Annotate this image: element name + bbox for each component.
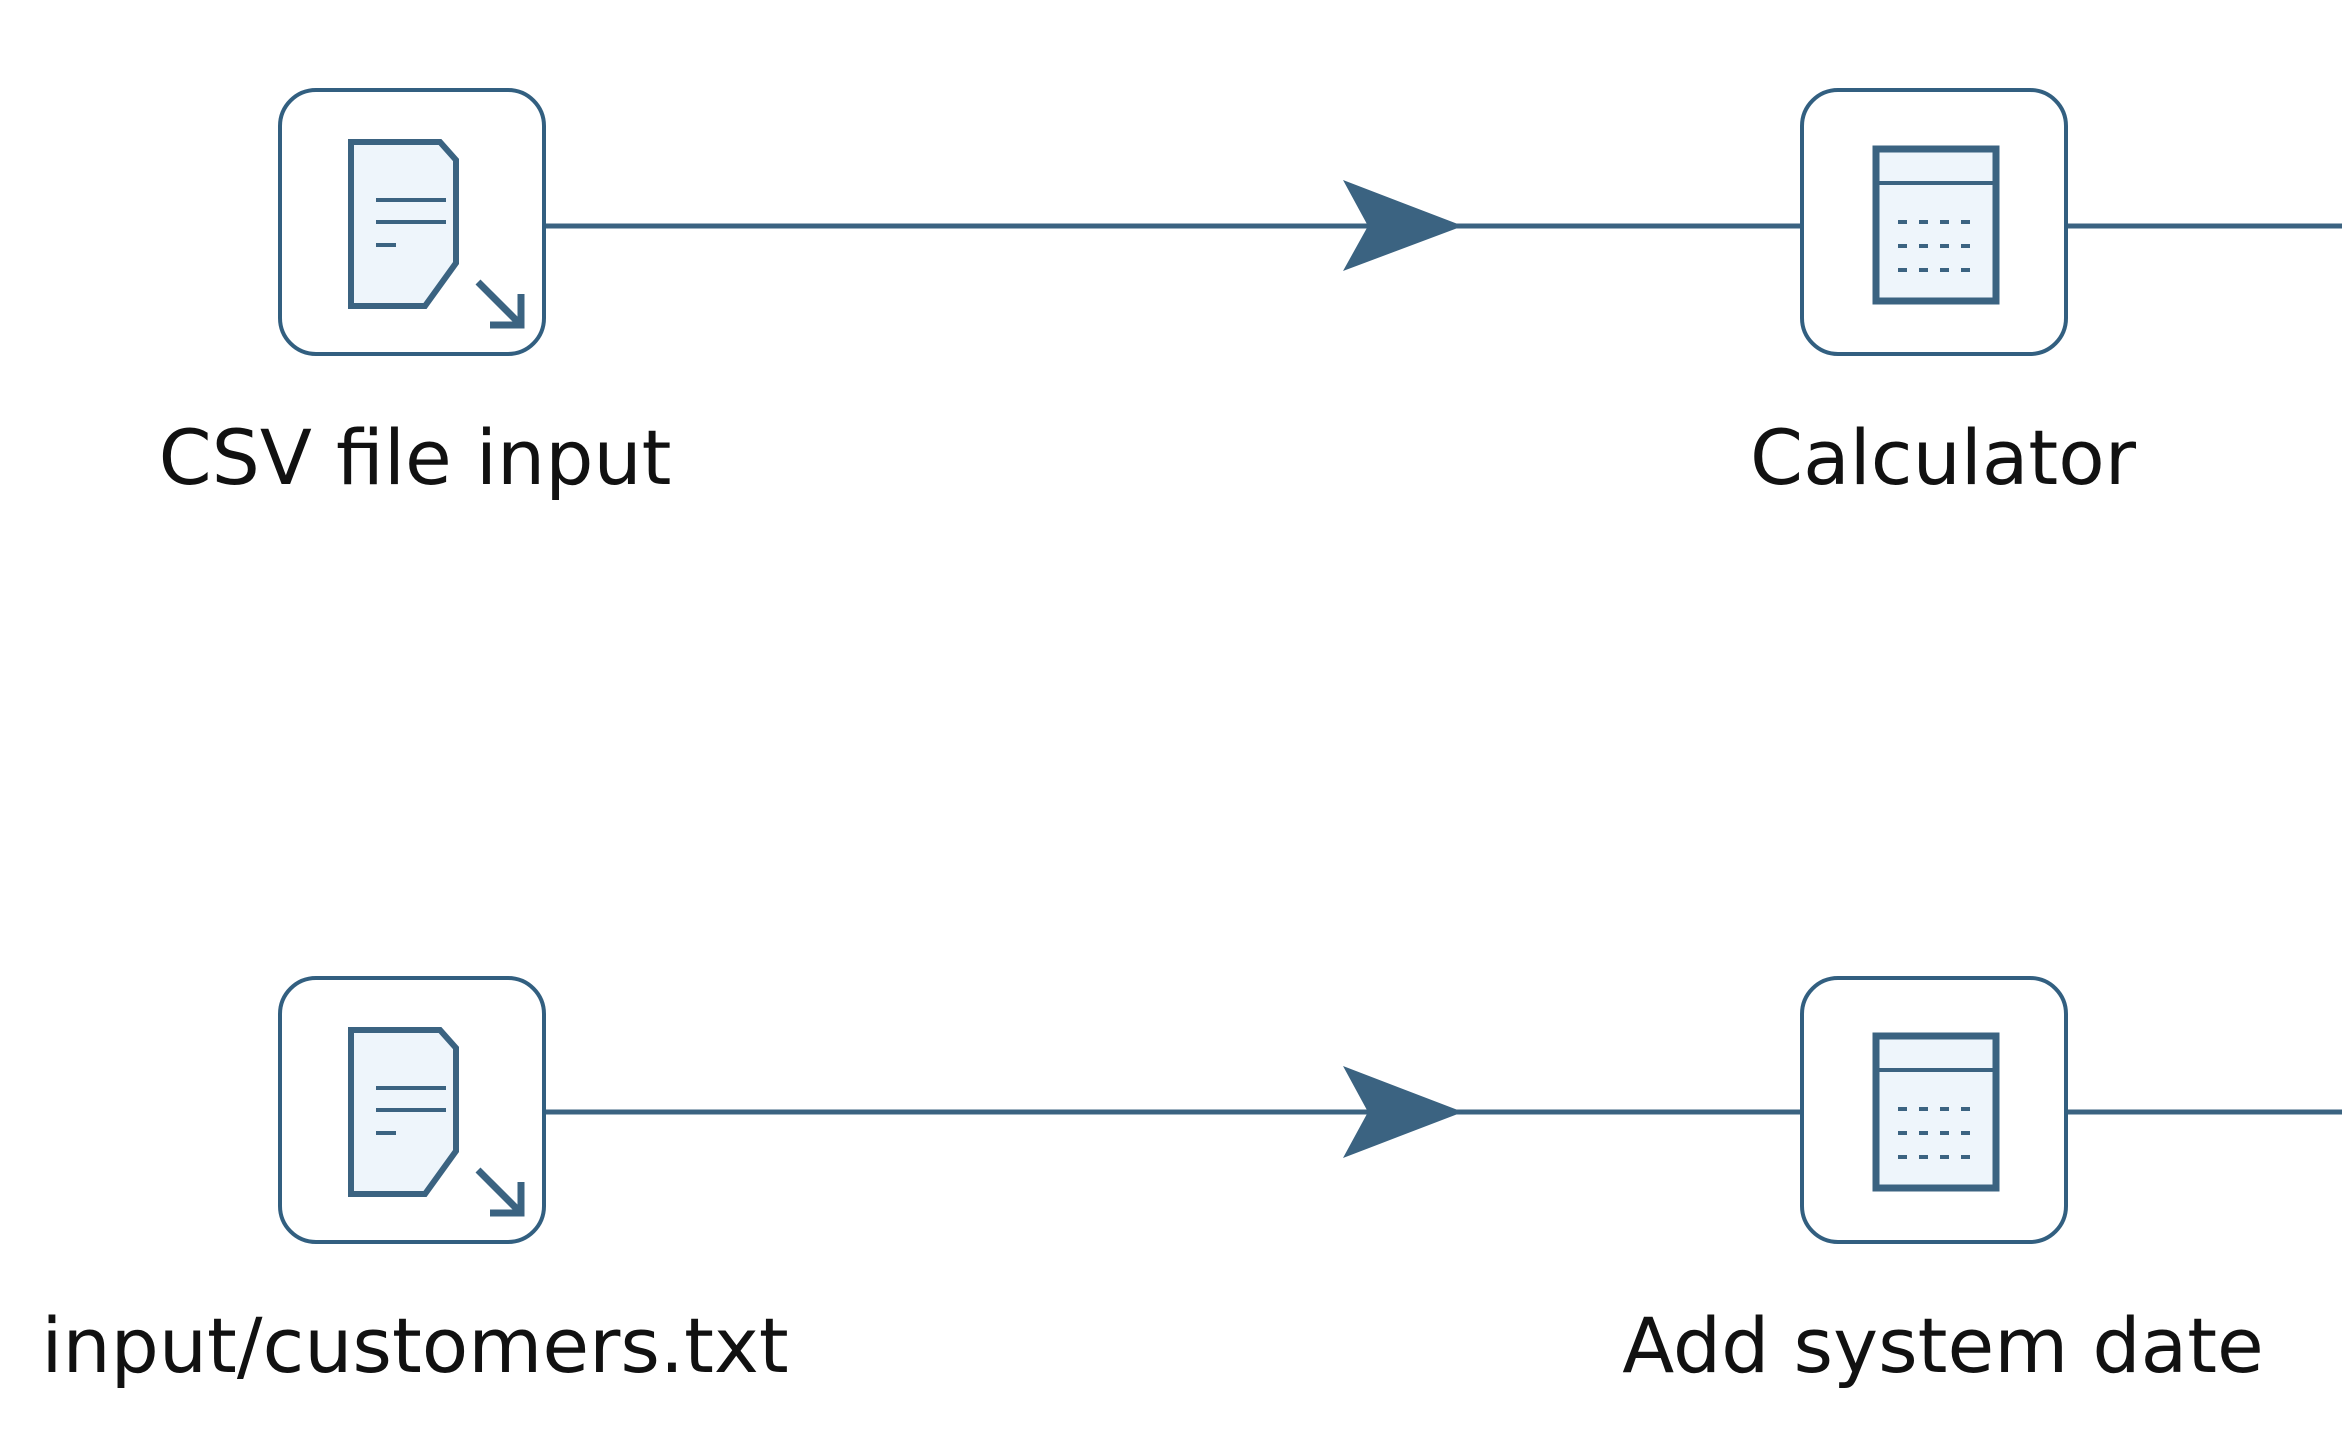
step-input-customers-txt[interactable]	[278, 976, 546, 1244]
step-csv-file-input[interactable]	[278, 88, 546, 356]
step-add-system-date[interactable]	[1800, 976, 2068, 1244]
hop-row-1[interactable]	[545, 180, 1803, 271]
csv-file-input-icon	[348, 139, 525, 329]
step-label: Add system date	[1622, 1301, 2264, 1390]
step-label: CSV file input	[159, 413, 672, 502]
hop-row-2[interactable]	[545, 1066, 1803, 1158]
hop-arrowhead-icon	[1343, 1066, 1463, 1158]
text-file-input-icon	[348, 1027, 525, 1217]
calculator-icon	[1872, 145, 2000, 305]
step-label: input/customers.txt	[41, 1301, 788, 1390]
calculator-icon	[1872, 1032, 2000, 1192]
step-calculator[interactable]	[1800, 88, 2068, 356]
step-label: Calculator	[1750, 413, 2137, 502]
hop-arrowhead-icon	[1343, 180, 1463, 271]
